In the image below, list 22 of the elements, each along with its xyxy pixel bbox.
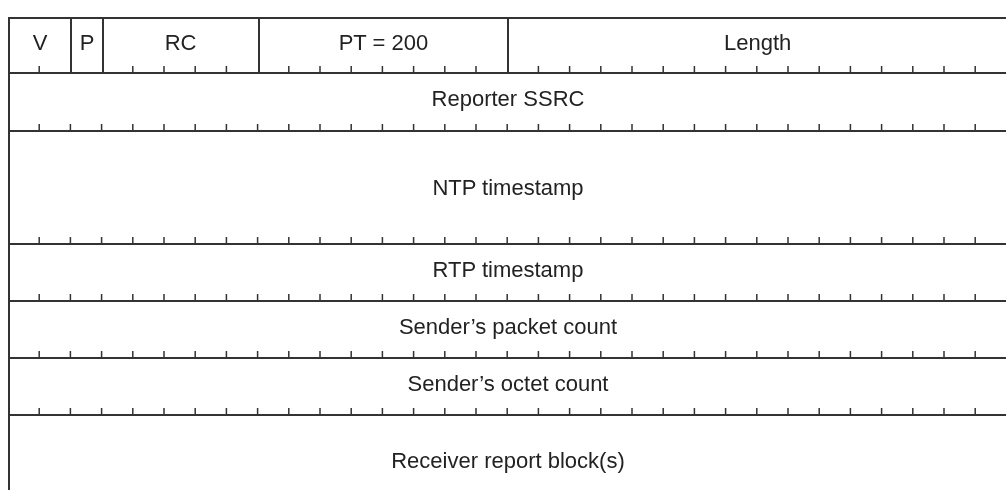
packet-field	[257, 17, 508, 72]
field-name: Reporter SSRC	[431, 86, 585, 112]
field-name: P	[79, 29, 95, 56]
packet-field	[8, 17, 71, 72]
field-name: NTP timestamp	[432, 174, 584, 201]
packet-field	[8, 414, 1006, 490]
packet-field	[8, 357, 1006, 414]
field-name: Sender’s packet count	[398, 313, 618, 340]
field-name: Length	[723, 29, 792, 56]
packet-field	[507, 17, 1006, 72]
packet-field	[8, 72, 1006, 130]
field-name: PT = 200	[338, 29, 429, 56]
field-name: RC	[164, 29, 197, 56]
packet-field	[70, 17, 102, 72]
field-name: Sender’s octet count	[407, 370, 609, 397]
field-name: V	[32, 29, 48, 56]
packet-field	[8, 130, 1006, 243]
field-name: Receiver report block(s)	[391, 448, 625, 474]
packet-field	[101, 17, 258, 72]
field-name: RTP timestamp	[432, 256, 584, 283]
packet-field	[8, 243, 1006, 300]
packet-field	[8, 300, 1006, 357]
